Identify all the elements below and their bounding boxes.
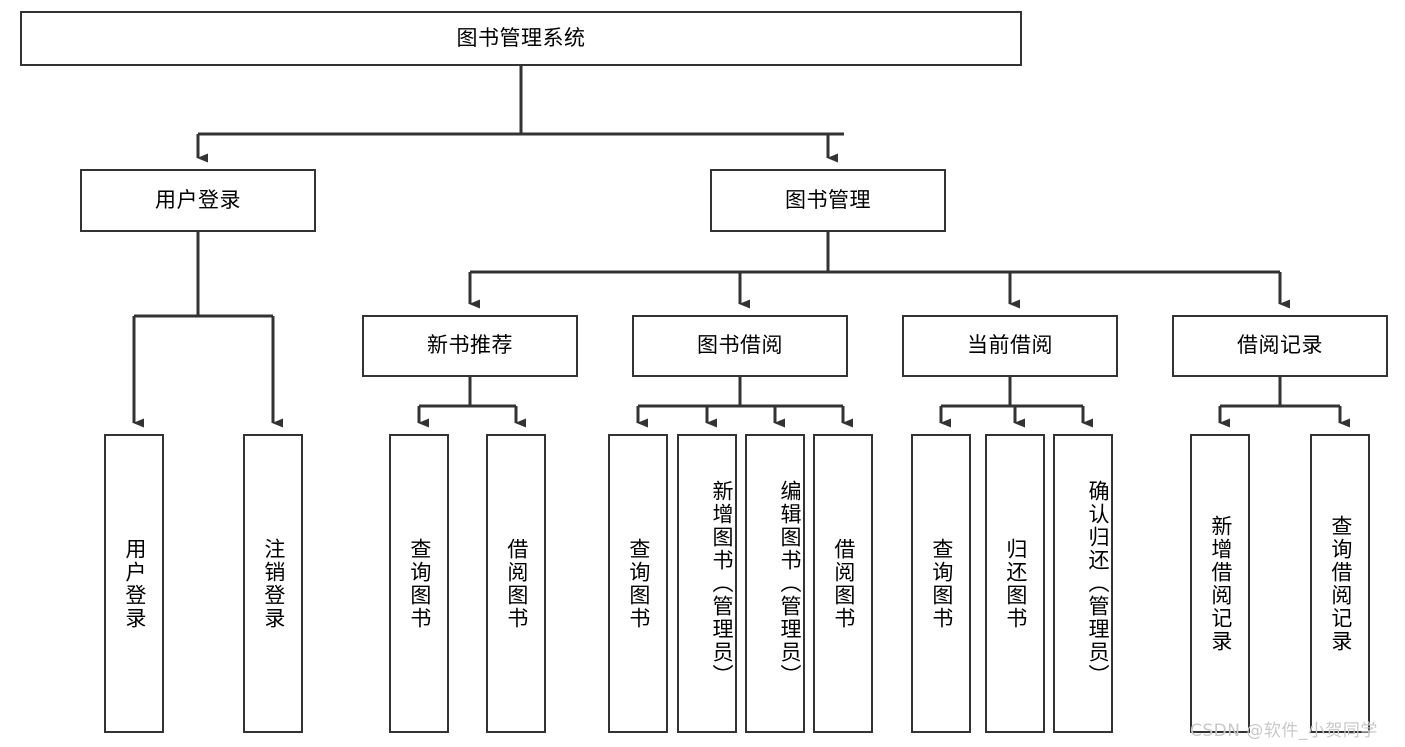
node-leaf-user-logout[interactable]: 注销登录: [243, 434, 303, 733]
edges-book-borrow-to-leaves: [636, 377, 853, 428]
edges-current-borrow-to-leaves: [939, 377, 1093, 428]
node-book-manage[interactable]: 图书管理: [710, 169, 946, 232]
node-leaf-add-borrow-record[interactable]: 新增借阅记录: [1190, 434, 1250, 733]
node-leaf-edit-book-admin[interactable]: 编辑图书（管理员）: [745, 434, 805, 733]
node-leaf-return-book[interactable]: 归还图书: [985, 434, 1045, 733]
csdn-watermark: CSDN @软件_小贺同学: [1190, 721, 1378, 741]
node-leaf-query-book-current[interactable]: 查询图书: [911, 434, 971, 733]
node-leaf-query-borrow-record[interactable]: 查询借阅记录: [1310, 434, 1370, 733]
node-leaf-confirm-return-admin[interactable]: 确认归还（管理员）: [1053, 434, 1113, 733]
edges-book-manage-to-level2: [468, 232, 1290, 309]
node-leaf-query-book-borrow[interactable]: 查询图书: [608, 434, 668, 733]
node-current-borrow[interactable]: 当前借阅: [902, 315, 1118, 377]
node-root-system[interactable]: 图书管理系统: [20, 11, 1022, 66]
edges-borrow-record-to-leaves: [1218, 377, 1350, 428]
node-leaf-borrow-book[interactable]: 借阅图书: [813, 434, 873, 733]
edges-user-login-to-leaves: [132, 232, 283, 428]
node-book-borrow[interactable]: 图书借阅: [632, 315, 848, 377]
node-leaf-query-book-recommend[interactable]: 查询图书: [389, 434, 449, 733]
node-leaf-add-book-admin[interactable]: 新增图书（管理员）: [677, 434, 737, 733]
node-leaf-user-login[interactable]: 用户登录: [104, 434, 164, 733]
node-leaf-borrow-book-recommend[interactable]: 借阅图书: [486, 434, 546, 733]
node-user-login[interactable]: 用户登录: [80, 169, 316, 232]
edges-root-to-level1: [196, 66, 844, 163]
node-borrow-record[interactable]: 借阅记录: [1172, 315, 1388, 377]
node-new-book-recommend[interactable]: 新书推荐: [362, 315, 578, 377]
edges-new-book-recommend-to-leaves: [417, 377, 526, 428]
